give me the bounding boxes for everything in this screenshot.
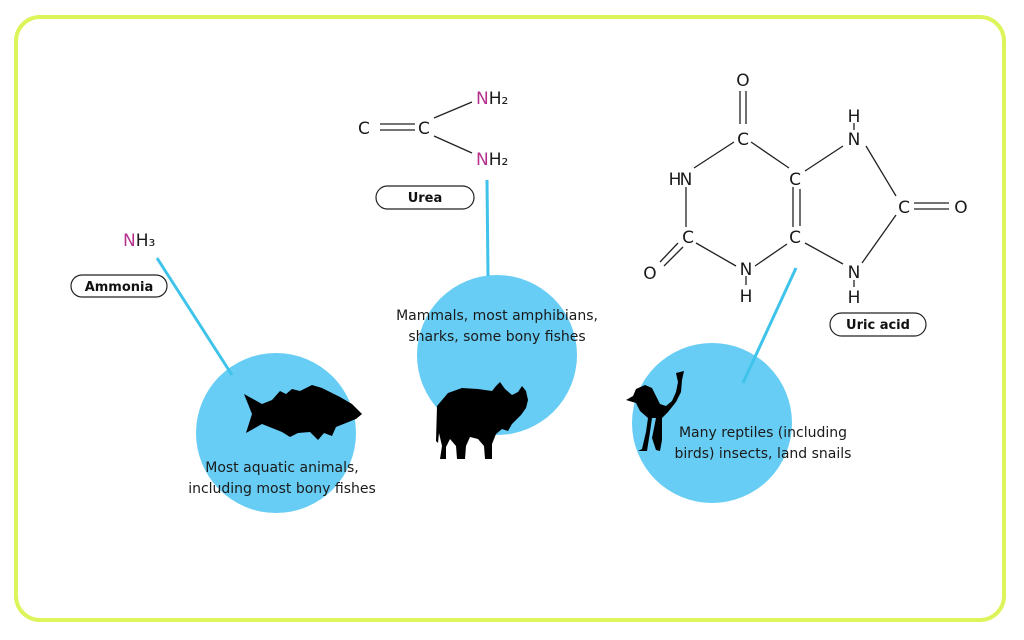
- uric-c-top: C: [737, 130, 749, 150]
- uric-n-left: N: [680, 170, 693, 190]
- ammonia-label: Ammonia: [85, 280, 154, 295]
- ammonia-connector-line: [155, 257, 234, 376]
- uric-o-left: O: [643, 264, 656, 284]
- uric-c-right: C: [898, 198, 910, 218]
- uric-acid-label: Uric acid: [846, 318, 910, 333]
- urea-amine-top: NH₂: [476, 89, 508, 109]
- urea-connector-line: [485, 179, 490, 277]
- uric-o-right: O: [954, 198, 967, 218]
- mammal-caption-line1: Mammals, most amphibians,: [396, 308, 598, 324]
- reptile-group-circle: [632, 343, 792, 503]
- ammonia-label-pill: [70, 274, 168, 298]
- urea-label-pill: [375, 185, 475, 210]
- aquatic-caption-line2: including most bony fishes: [188, 481, 376, 497]
- uric-n-right-top: N: [848, 130, 861, 150]
- rhino-icon: [436, 382, 528, 459]
- mammal-caption-line2: sharks, some bony fishes: [408, 329, 585, 345]
- uric-h-right-bottom: H: [848, 288, 861, 308]
- reptile-caption-line2: birds) insects, land snails: [675, 446, 852, 462]
- uric-h-left: H: [669, 170, 682, 190]
- uric-c-left: C: [682, 228, 694, 248]
- uric-acid-label-pill: [829, 312, 927, 337]
- urea-structure: C C NH₂ NH₂: [358, 89, 508, 170]
- uric-c-upper-mid: C: [789, 170, 801, 190]
- urea-amine-bottom: NH₂: [476, 150, 508, 170]
- urea-carbon-left: C: [358, 119, 370, 139]
- reptile-caption-line1: Many reptiles (including: [679, 425, 847, 441]
- uric-h-right-top: H: [848, 107, 861, 127]
- bird-icon: [626, 371, 684, 451]
- uric-n-bottom: N: [740, 260, 753, 280]
- uric-c-lower-mid: C: [789, 228, 801, 248]
- ammonia-formula: NH₃: [123, 231, 155, 251]
- uric-h-bottom: H: [740, 287, 753, 307]
- uric-acid-structure: O C H N H N C C O C C O N N H H: [643, 71, 967, 308]
- uric-o-top: O: [736, 71, 749, 91]
- uric-acid-connector-line: [741, 267, 798, 384]
- urea-label: Urea: [408, 191, 443, 206]
- fish-icon: [244, 385, 362, 440]
- aquatic-caption-line1: Most aquatic animals,: [205, 460, 359, 476]
- uric-n-right-bottom: N: [848, 263, 861, 283]
- urea-carbon-right: C: [418, 119, 430, 139]
